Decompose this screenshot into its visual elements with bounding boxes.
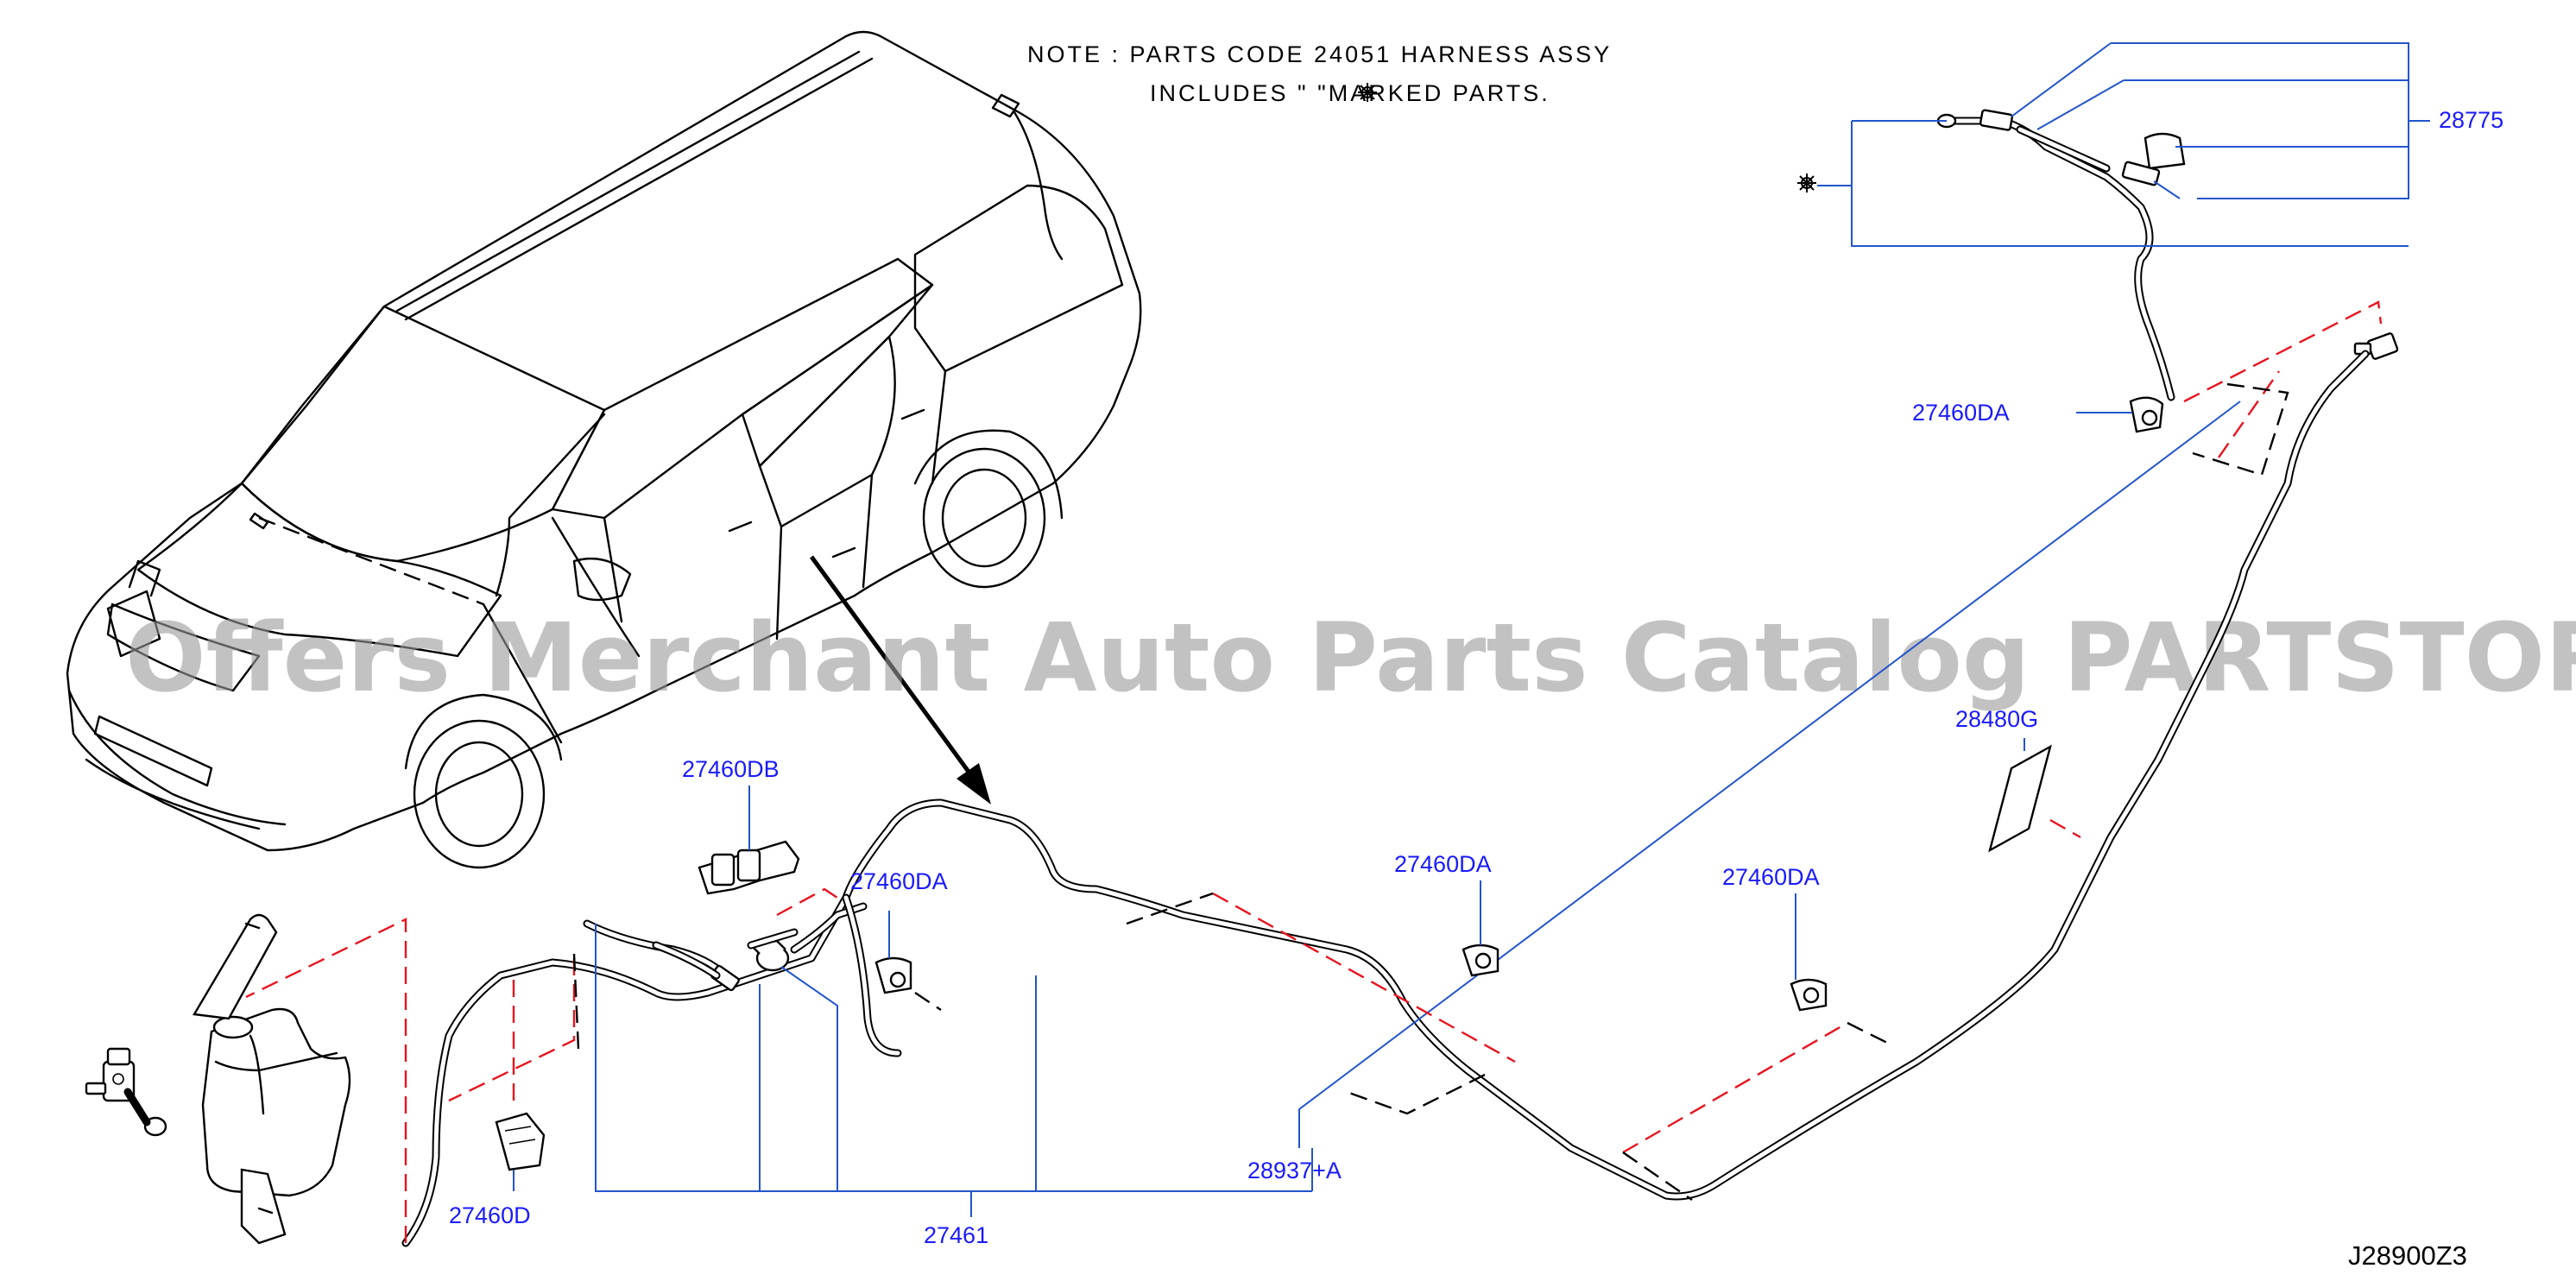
clip-27460DA-1: [874, 956, 912, 994]
callout-27460DA-2[interactable]: 27460DA: [1394, 851, 1492, 877]
callout-28937A[interactable]: 28937+A: [1247, 1158, 1342, 1183]
diagram-code: J28900Z3: [2348, 1240, 2467, 1271]
harness-mark-icon: [1358, 83, 1377, 102]
harness-mark-icon: [1797, 174, 1816, 192]
clip-27460DA-3: [1790, 978, 1828, 1012]
callout-27460DB[interactable]: 27460DB: [682, 756, 780, 782]
callout-27461[interactable]: 27461: [924, 1222, 988, 1248]
vehicle-illustration: [66, 30, 1142, 869]
rear-nozzle-group: [1936, 109, 2186, 401]
callout-27460D[interactable]: 27460D: [449, 1202, 531, 1228]
washer-tank: [193, 913, 351, 1245]
callout-27460DA-1[interactable]: 27460DA: [850, 868, 948, 894]
clip-27460DA-top: [2129, 396, 2164, 433]
main-washer-hose: [401, 350, 2370, 1247]
callout-28480G[interactable]: 28480G: [1955, 706, 2038, 732]
note-line-2: INCLUDES " "MARKED PARTS.: [1150, 80, 1550, 106]
plate-28480G: [1988, 744, 2052, 853]
watermark-text: Offers Merchant Auto Parts Catalog PARTS…: [125, 603, 2576, 713]
clip-27460DA-2: [1462, 943, 1500, 977]
clip-27460D: [495, 1112, 546, 1171]
callout-27460DA-3[interactable]: 27460DA: [1722, 864, 1820, 890]
callout-27460DA-top[interactable]: 27460DA: [1912, 400, 2010, 426]
note-line-1: NOTE : PARTS CODE 24051 HARNESS ASSY: [1027, 41, 1612, 67]
callout-28775[interactable]: 28775: [2439, 107, 2503, 133]
direction-arrow-icon: [809, 555, 991, 805]
clip-27460DB: [698, 840, 800, 895]
